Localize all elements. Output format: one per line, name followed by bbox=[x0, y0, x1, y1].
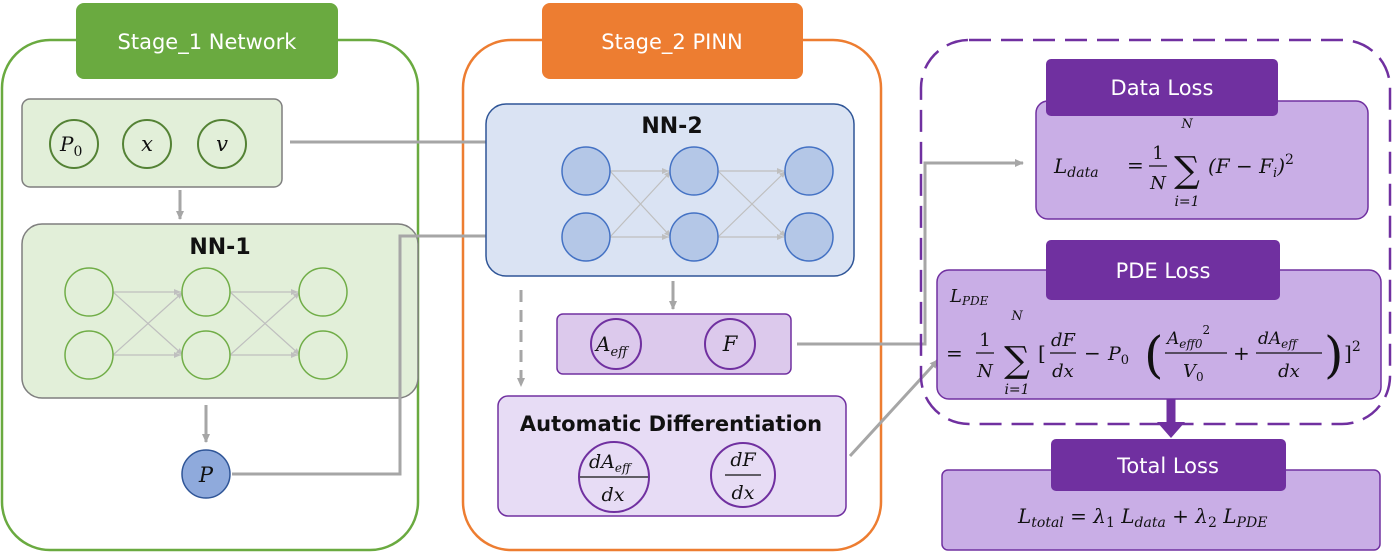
svg-text:∑: ∑ bbox=[1174, 150, 1200, 191]
svg-text:dx: dx bbox=[1052, 361, 1074, 382]
svg-text:N: N bbox=[1149, 173, 1167, 194]
nn2-node bbox=[561, 212, 611, 262]
nn1-node bbox=[64, 330, 114, 380]
stage1-title: Stage_1 Network bbox=[118, 30, 298, 55]
svg-text:Aeff: Aeff bbox=[594, 332, 630, 360]
svg-text:+: + bbox=[1233, 341, 1250, 365]
arrow-to-total-loss-head bbox=[1157, 422, 1185, 438]
nn1-node bbox=[298, 267, 348, 317]
nn2-node bbox=[784, 212, 834, 262]
autodiff-title: Automatic Differentiation bbox=[520, 412, 822, 436]
svg-text:i=1: i=1 bbox=[1174, 194, 1199, 210]
svg-text:x: x bbox=[141, 132, 153, 156]
svg-text:−: − bbox=[1084, 341, 1101, 365]
svg-text:P0: P0 bbox=[1107, 343, 1129, 368]
svg-text:N: N bbox=[976, 361, 994, 382]
output-node-a-eff: Aeff bbox=[590, 318, 642, 370]
pde-loss-equation: LPDE = 1 N N ∑ i=1 [ dF dx − P0 ( Aeff02… bbox=[946, 286, 1361, 398]
svg-text:i=1: i=1 bbox=[1004, 382, 1029, 398]
stage2-title-tab bbox=[542, 3, 803, 79]
nn1-node bbox=[64, 267, 114, 317]
nn1-node bbox=[181, 330, 231, 380]
data-loss-title: Data Loss bbox=[1111, 76, 1214, 100]
svg-text:dAeff: dAeff bbox=[1258, 329, 1299, 351]
svg-text:]2: ]2 bbox=[1344, 339, 1361, 365]
arrow-outputs-to-data-loss bbox=[797, 159, 1024, 346]
total-loss-title: Total Loss bbox=[1116, 454, 1219, 478]
autodiff-node-dF-dx: dF dx bbox=[710, 442, 776, 508]
nn2-node bbox=[561, 146, 611, 196]
nn1-node bbox=[181, 267, 231, 317]
nn1-connections bbox=[112, 289, 301, 358]
svg-text:(F − Fi)2: (F − Fi)2 bbox=[1208, 152, 1294, 181]
total-loss-equation: Ltotal = λ1 Ldata + λ2 LPDE bbox=[1017, 504, 1267, 532]
svg-text:N: N bbox=[1010, 309, 1023, 324]
svg-text:P: P bbox=[198, 463, 214, 487]
svg-text:dF: dF bbox=[730, 449, 756, 471]
data-loss-equation: Ldata = 1 N N ∑ i=1 (F − Fi)2 bbox=[1053, 117, 1294, 210]
total-loss-title-tab bbox=[1051, 439, 1286, 491]
p-output-node: P bbox=[181, 449, 231, 499]
nn2-nodes bbox=[561, 146, 834, 262]
svg-text:dx: dx bbox=[602, 484, 625, 506]
svg-text:dAeff: dAeff bbox=[589, 451, 633, 475]
nn1-nodes bbox=[64, 267, 348, 380]
svg-text:N: N bbox=[1180, 117, 1193, 132]
nn1-node bbox=[298, 330, 348, 380]
svg-text:1: 1 bbox=[1152, 143, 1163, 164]
data-loss-box bbox=[1035, 100, 1369, 220]
svg-text:v: v bbox=[216, 132, 228, 156]
arrow-p-to-nn2 bbox=[232, 232, 509, 476]
svg-text:[: [ bbox=[1038, 341, 1046, 365]
svg-text:LPDE: LPDE bbox=[949, 286, 989, 308]
arrow-autodiff-to-pde-loss bbox=[848, 358, 940, 458]
svg-text:Ltotal = λ1: Ltotal = λ1 Ldata + λ2 LPDE bbox=[1017, 504, 1267, 532]
loss-dashed-frame bbox=[919, 38, 1392, 426]
nn2-node bbox=[669, 146, 719, 196]
svg-text:=: = bbox=[946, 341, 963, 365]
svg-text:(: ( bbox=[1144, 326, 1164, 384]
svg-text:dx: dx bbox=[732, 482, 755, 504]
svg-text:): ) bbox=[1324, 326, 1344, 384]
data-loss-title-tab bbox=[1046, 59, 1278, 116]
stage1-title-tab bbox=[76, 3, 338, 79]
svg-text:dF: dF bbox=[1051, 330, 1077, 351]
input-node-p0: P0 bbox=[49, 119, 99, 169]
nn1-title: NN-1 bbox=[189, 235, 250, 260]
svg-text:dx: dx bbox=[1278, 361, 1300, 382]
pde-loss-title-tab bbox=[1046, 240, 1280, 300]
nn2-node bbox=[669, 212, 719, 262]
pde-loss-title: PDE Loss bbox=[1116, 259, 1211, 283]
input-node-x: x bbox=[122, 119, 172, 169]
autodiff-node-dA-dx: dAeff dx bbox=[578, 441, 650, 513]
nn2-title: NN-2 bbox=[641, 114, 702, 139]
svg-text:V0: V0 bbox=[1183, 361, 1204, 384]
svg-text:Ldata: Ldata bbox=[1053, 154, 1099, 181]
svg-text:P0: P0 bbox=[59, 132, 82, 160]
svg-text:F: F bbox=[722, 332, 739, 356]
stage2-title: Stage_2 PINN bbox=[601, 30, 743, 55]
nn2-connections bbox=[609, 168, 787, 240]
svg-text:=: = bbox=[1127, 153, 1144, 177]
output-node-f: F bbox=[704, 318, 756, 370]
nn2-node bbox=[784, 146, 834, 196]
svg-text:∑: ∑ bbox=[1004, 340, 1030, 381]
input-node-v: v bbox=[197, 119, 247, 169]
svg-text:Aeff02: Aeff02 bbox=[1165, 323, 1210, 351]
svg-text:1: 1 bbox=[979, 330, 990, 351]
